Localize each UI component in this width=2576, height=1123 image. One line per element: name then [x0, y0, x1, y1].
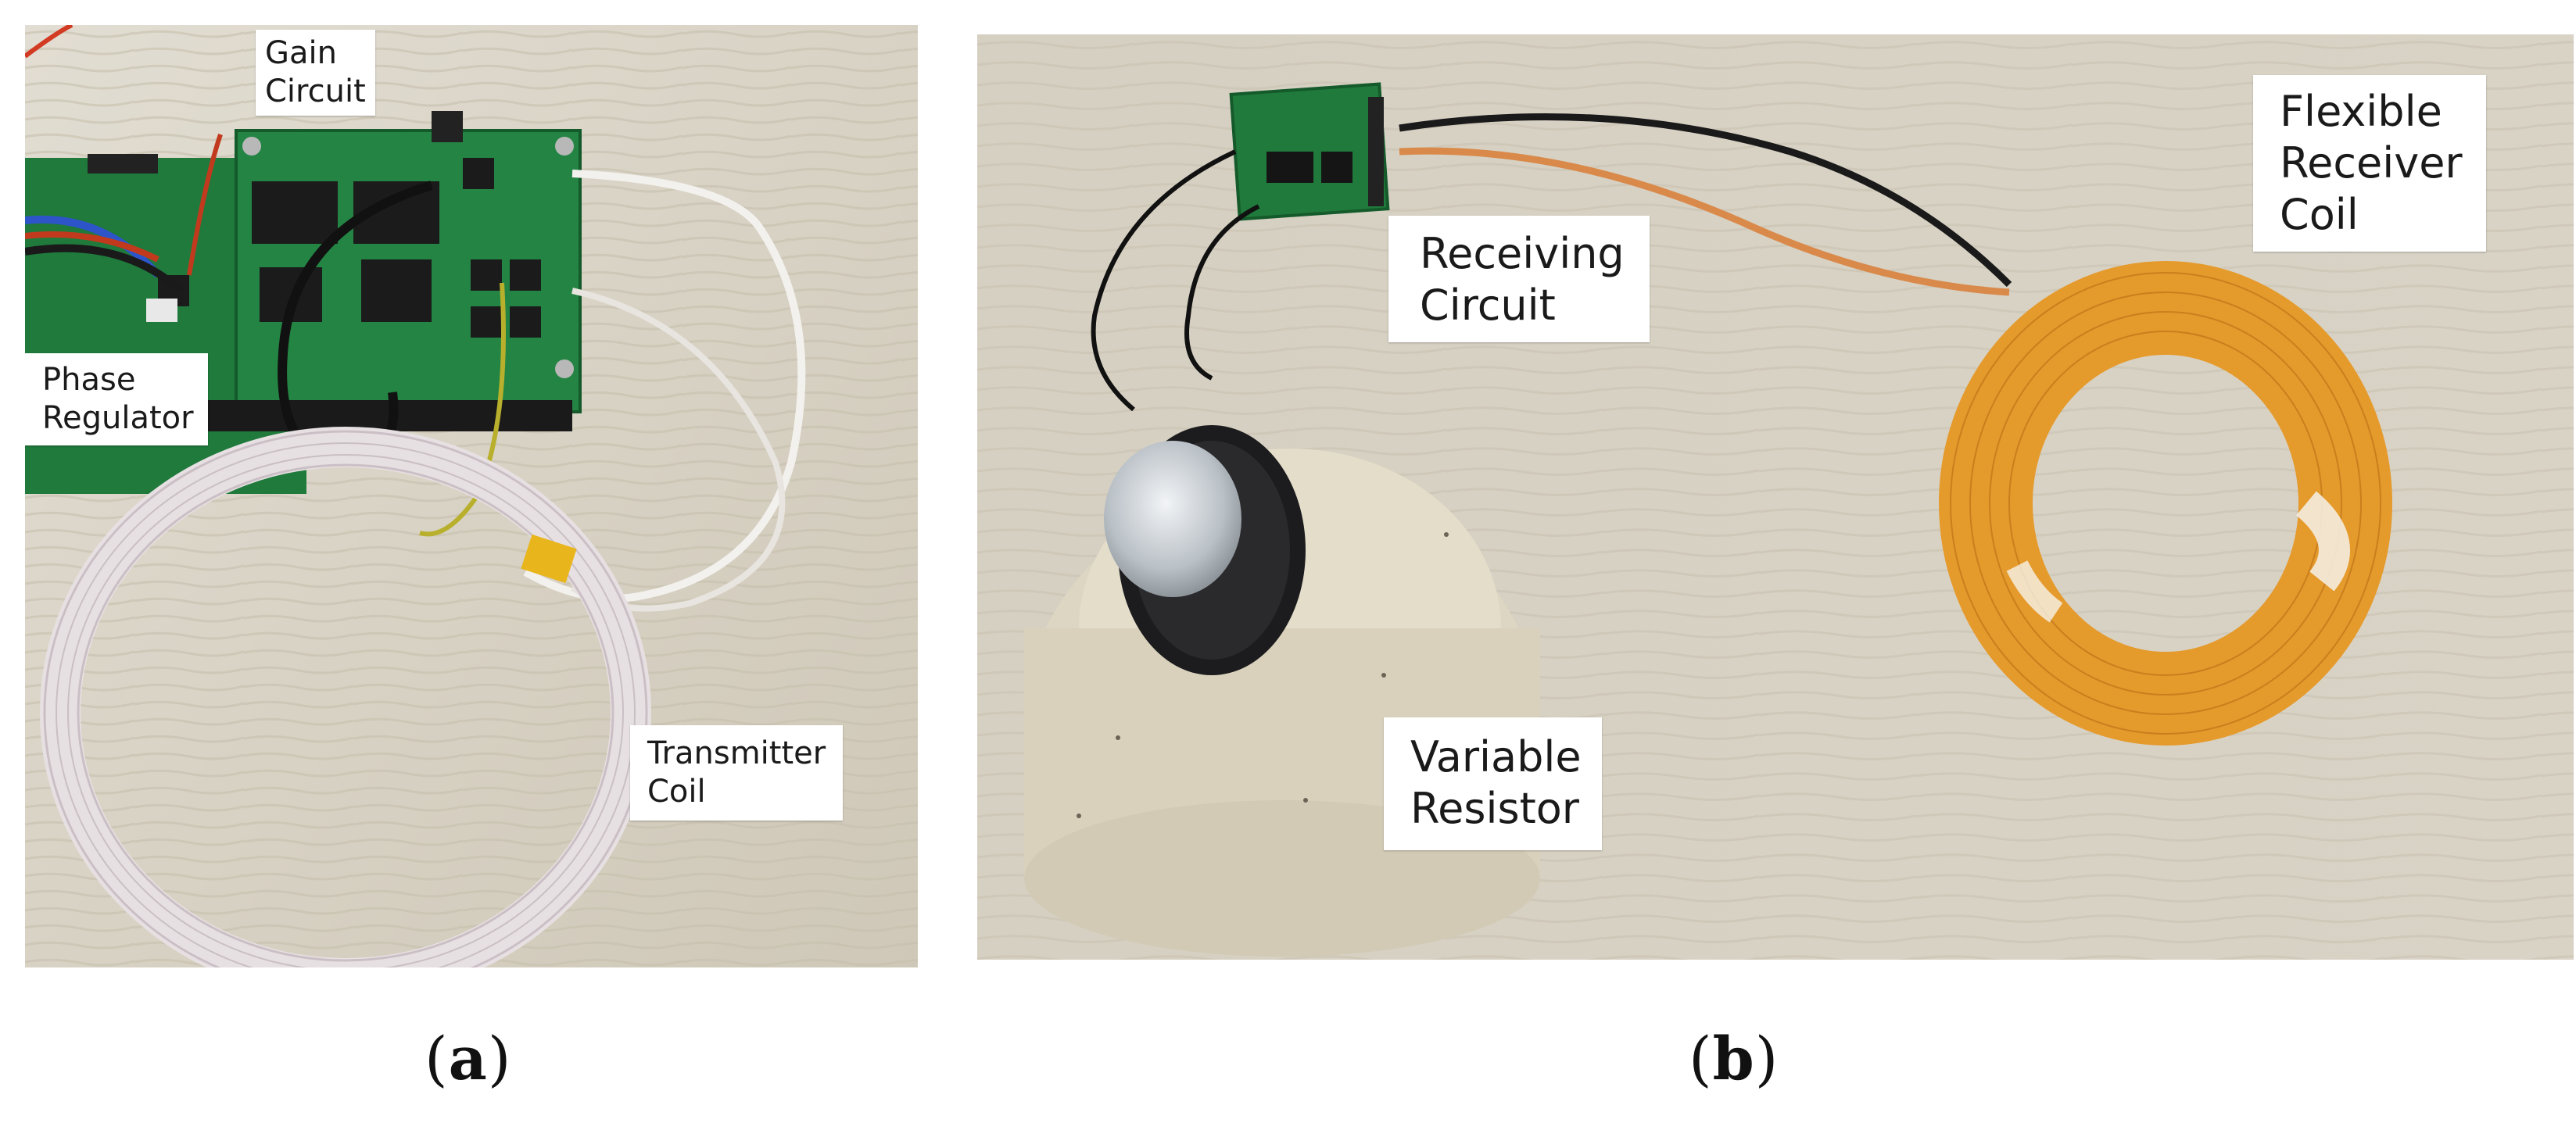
variable-resistor-label-line-1: Variable	[1410, 732, 1582, 781]
caption-b-letter: b	[1712, 1024, 1755, 1093]
flexible-receiver-coil-label-line-2: Receiver	[2280, 138, 2463, 188]
transmitter-coil-label-line-1: Transmitter	[647, 735, 826, 771]
receiving-circuit-label: Receiving Circuit	[1388, 216, 1650, 342]
caption-a-open: (	[425, 1024, 449, 1093]
flexible-receiver-coil-label-line-3: Coil	[2280, 189, 2359, 239]
transmitter-coil-label: Transmitter Coil	[630, 725, 844, 821]
gain-circuit-label-line-2: Circuit	[265, 73, 366, 109]
gain-circuit-label: Gain Circuit	[256, 30, 375, 116]
flexible-receiver-coil-label-line-1: Flexible	[2280, 87, 2442, 136]
caption-b-open: (	[1689, 1024, 1713, 1093]
transmitter-coil	[40, 427, 651, 967]
phase-regulator-label-line-1: Phase	[42, 362, 136, 398]
receiving-circuit-board	[1229, 82, 1390, 221]
photo-panel-b: Receiving Circuit Flexible Receiver Coil…	[977, 34, 2574, 960]
photo-panel-a: Gain Circuit Phase Regulator Transmitter…	[25, 25, 918, 967]
variable-resistor-label: Variable Resistor	[1384, 717, 1602, 850]
caption-b: (b)	[1689, 1024, 1779, 1093]
phase-regulator-label: Phase Regulator	[25, 353, 208, 445]
flexible-receiver-coil-label: Flexible Receiver Coil	[2253, 75, 2486, 252]
caption-b-close: )	[1754, 1024, 1779, 1093]
variable-resistor-label-line-2: Resistor	[1410, 783, 1579, 833]
caption-a-letter: a	[448, 1024, 488, 1093]
transmitter-coil-label-line-2: Coil	[647, 773, 706, 810]
receiving-circuit-label-line-1: Receiving	[1420, 229, 1625, 278]
flexible-receiver-coil	[1939, 261, 2392, 746]
phase-regulator-label-line-2: Regulator	[42, 399, 194, 436]
gain-circuit-label-line-1: Gain	[265, 35, 337, 71]
transmitter-setup-photo	[25, 25, 918, 967]
receiving-circuit-label-line-2: Circuit	[1420, 280, 1556, 330]
caption-a: (a)	[425, 1024, 512, 1093]
caption-a-close: )	[487, 1024, 512, 1093]
